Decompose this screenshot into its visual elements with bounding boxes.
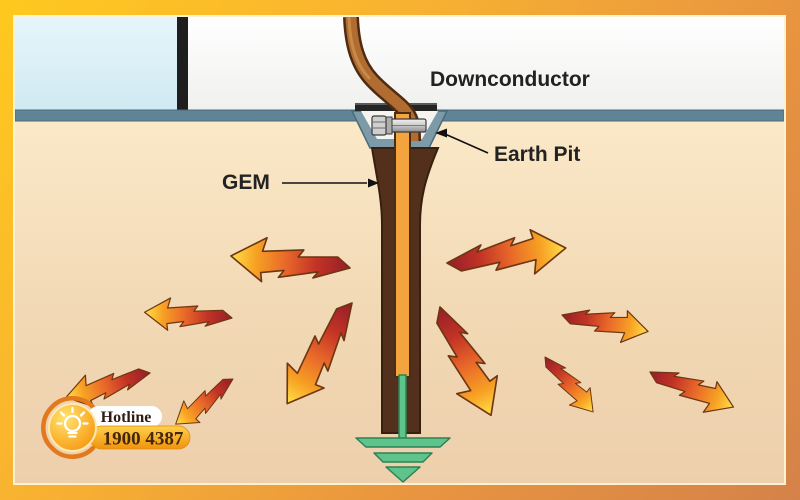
lightbulb-icon [56, 406, 89, 438]
diagram-area: Downconductor Earth Pit GEM [15, 17, 784, 483]
hotline-number: 1900 4387 [103, 429, 184, 450]
ground-rod [394, 112, 411, 378]
hotline-label: Hotline [101, 409, 152, 426]
gem-label: GEM [222, 171, 270, 194]
annotations: Downconductor Earth Pit GEM [222, 68, 590, 194]
leader-arrow-icon [368, 178, 379, 188]
badge-swoosh [41, 396, 96, 459]
earthing-diagram: Downconductor Earth Pit GEM [15, 17, 784, 483]
clamp-icon [371, 115, 427, 136]
badge-circle [48, 403, 97, 452]
hotline-badge: Hotline 1900 4387 [41, 396, 191, 459]
building-wall [15, 17, 178, 112]
leader-arrow-icon [435, 128, 447, 138]
downconductor-label: Downconductor [430, 68, 590, 91]
wall-downconductor-strip [177, 17, 188, 112]
hotline-pill [88, 406, 162, 427]
earth-pit-leader-line [444, 133, 489, 154]
earth-pit-label: Earth Pit [494, 143, 580, 166]
ground-symbol-icon [355, 374, 451, 483]
